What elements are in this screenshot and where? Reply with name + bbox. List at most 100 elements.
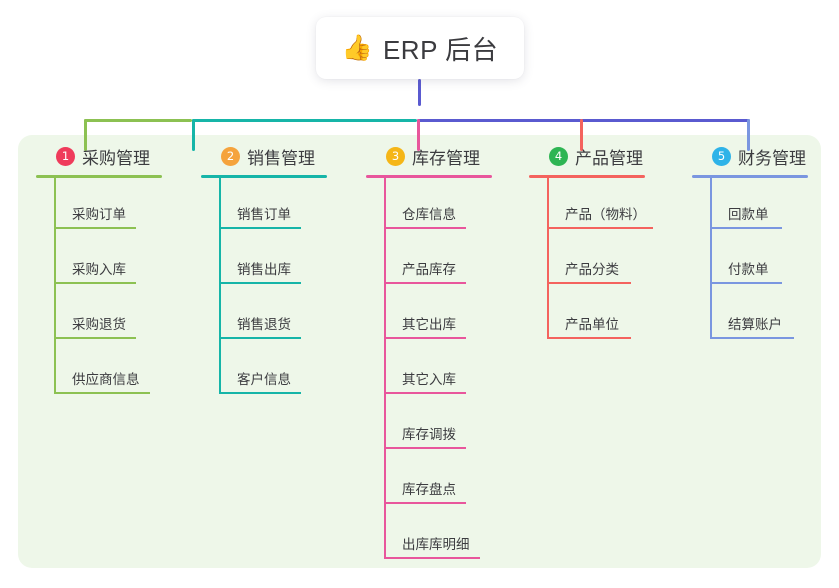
- branch-header-rule-3: [366, 175, 492, 178]
- drop-sales: [192, 119, 195, 151]
- branch-header-rule-5: [692, 175, 808, 178]
- list-item[interactable]: 供应商信息: [36, 343, 196, 398]
- list-item[interactable]: 库存调拨: [366, 398, 526, 453]
- list-item-rule: [710, 227, 782, 229]
- list-item-label: 其它出库: [402, 317, 456, 332]
- list-item[interactable]: 产品（物料）: [529, 178, 699, 233]
- branch-title-1: 采购管理: [82, 148, 150, 168]
- branch-column-3: 3 库存管理仓库信息产品库存其它出库其它入库库存调拨库存盘点出库库明细: [366, 143, 526, 563]
- list-item-rule: [547, 227, 653, 229]
- branch-spine-4: [547, 178, 549, 339]
- list-item-rule: [219, 337, 301, 339]
- list-item-rule: [219, 282, 301, 284]
- drop-purchase: [84, 119, 87, 151]
- list-item[interactable]: 产品分类: [529, 233, 699, 288]
- branch-badge-4: 4: [549, 146, 568, 166]
- branch-spine-3: [384, 178, 386, 559]
- list-item-rule: [54, 392, 150, 394]
- branch-items-1: 采购订单采购入库采购退货供应商信息: [36, 178, 196, 398]
- list-item-label: 付款单: [728, 262, 769, 277]
- list-item-label: 库存调拨: [402, 427, 456, 442]
- list-item[interactable]: 回款单: [692, 178, 832, 233]
- root-stem-connector: [418, 79, 421, 106]
- list-item-label: 出库库明细: [402, 537, 470, 552]
- list-item-label: 销售退货: [237, 317, 291, 332]
- branch-badge-5: 5: [712, 146, 731, 166]
- list-item[interactable]: 产品单位: [529, 288, 699, 343]
- branch-items-3: 仓库信息产品库存其它出库其它入库库存调拨库存盘点出库库明细: [366, 178, 526, 563]
- list-item-rule: [384, 337, 466, 339]
- branch-column-2: 2 销售管理销售订单销售出库销售退货客户信息: [201, 143, 361, 398]
- list-item[interactable]: 库存盘点: [366, 453, 526, 508]
- list-item-label: 销售订单: [237, 207, 291, 222]
- branch-items-5: 回款单付款单结算账户: [692, 178, 832, 343]
- list-item-rule: [54, 227, 136, 229]
- list-item-label: 产品单位: [565, 317, 619, 332]
- list-item[interactable]: 采购入库: [36, 233, 196, 288]
- list-item[interactable]: 付款单: [692, 233, 832, 288]
- list-item-label: 回款单: [728, 207, 769, 222]
- list-item-rule: [219, 392, 301, 394]
- list-item-label: 供应商信息: [72, 372, 140, 387]
- branch-badge-3: 3: [386, 146, 405, 166]
- drop-finance: [747, 119, 750, 151]
- branch-title-5: 财务管理: [738, 148, 806, 168]
- list-item-rule: [219, 227, 301, 229]
- list-item-label: 采购订单: [72, 207, 126, 222]
- drop-inventory: [417, 119, 420, 151]
- branch-header-rule-4: [529, 175, 645, 178]
- branch-badge-1: 1: [56, 146, 75, 166]
- segment-teal: [192, 119, 417, 122]
- branch-spine-2: [219, 178, 221, 394]
- list-item[interactable]: 采购退货: [36, 288, 196, 343]
- list-item[interactable]: 结算账户: [692, 288, 832, 343]
- list-item-label: 销售出库: [237, 262, 291, 277]
- list-item[interactable]: 仓库信息: [366, 178, 526, 233]
- list-item-rule: [547, 282, 631, 284]
- branch-spine-1: [54, 178, 56, 394]
- branches-panel: [18, 135, 821, 568]
- list-item-label: 采购退货: [72, 317, 126, 332]
- list-item[interactable]: 产品库存: [366, 233, 526, 288]
- list-item-label: 仓库信息: [402, 207, 456, 222]
- list-item-rule: [547, 337, 631, 339]
- list-item[interactable]: 销售出库: [201, 233, 361, 288]
- branch-title-3: 库存管理: [412, 148, 480, 168]
- list-item-label: 产品库存: [402, 262, 456, 277]
- list-item-label: 采购入库: [72, 262, 126, 277]
- list-item[interactable]: 出库库明细: [366, 508, 526, 563]
- branch-title-2: 销售管理: [247, 148, 315, 168]
- list-item[interactable]: 销售退货: [201, 288, 361, 343]
- branch-header-rule-2: [201, 175, 327, 178]
- list-item-rule: [384, 447, 466, 449]
- list-item-label: 其它入库: [402, 372, 456, 387]
- list-item-rule: [384, 392, 466, 394]
- branch-spine-5: [710, 178, 712, 339]
- list-item-label: 产品（物料）: [565, 207, 646, 222]
- list-item-rule: [710, 337, 794, 339]
- list-item[interactable]: 其它出库: [366, 288, 526, 343]
- branch-header-5[interactable]: 5 财务管理: [692, 143, 832, 169]
- root-node-card[interactable]: 👍 ERP 后台: [316, 17, 524, 79]
- branch-badge-2: 2: [221, 146, 240, 166]
- branch-items-2: 销售订单销售出库销售退货客户信息: [201, 178, 361, 398]
- list-item-label: 结算账户: [728, 317, 782, 332]
- list-item[interactable]: 客户信息: [201, 343, 361, 398]
- branch-header-3[interactable]: 3 库存管理: [366, 143, 526, 169]
- list-item-rule: [54, 337, 136, 339]
- branch-column-5: 5 财务管理回款单付款单结算账户: [692, 143, 832, 343]
- list-item-rule: [384, 282, 466, 284]
- list-item-label: 产品分类: [565, 262, 619, 277]
- list-item-label: 客户信息: [237, 372, 291, 387]
- list-item[interactable]: 销售订单: [201, 178, 361, 233]
- branch-column-1: 1 采购管理采购订单采购入库采购退货供应商信息: [36, 143, 196, 398]
- list-item[interactable]: 采购订单: [36, 178, 196, 233]
- branch-header-1[interactable]: 1 采购管理: [36, 143, 196, 169]
- branch-header-2[interactable]: 2 销售管理: [201, 143, 361, 169]
- list-item[interactable]: 其它入库: [366, 343, 526, 398]
- list-item-rule: [54, 282, 136, 284]
- list-item-rule: [384, 557, 480, 559]
